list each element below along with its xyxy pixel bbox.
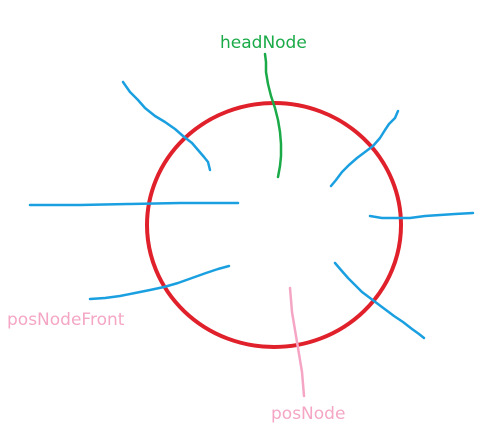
- spoke-right: [368, 211, 475, 220]
- pos-node-label: posNode: [271, 404, 345, 424]
- spoke-lower-left: [88, 264, 231, 301]
- spoke-left: [28, 201, 240, 207]
- spoke-upper-right: [329, 109, 400, 188]
- pos-node-front-label: posNodeFront: [7, 310, 125, 330]
- circular-list-ring: [145, 101, 403, 349]
- spoke-lower-right: [333, 261, 426, 340]
- spoke-upper-left: [121, 80, 212, 172]
- head-node-label: headNode: [220, 33, 307, 53]
- pos-node-pointer: [288, 286, 306, 398]
- head-node-pointer: [263, 52, 283, 179]
- pointer-spokes: [28, 80, 475, 340]
